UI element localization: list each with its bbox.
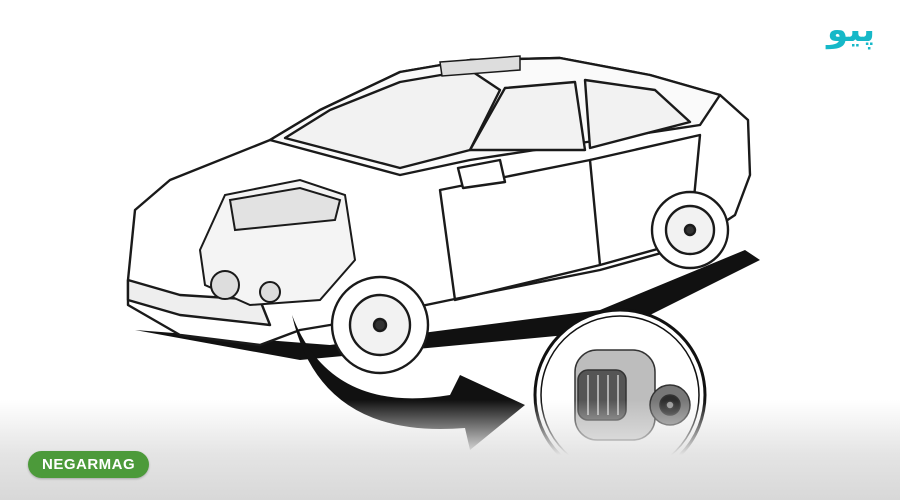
car-body [126, 56, 752, 347]
car-shadow [135, 250, 760, 360]
sunroof [439, 55, 521, 77]
rear-wheel [650, 190, 730, 270]
badge-text: NEGARMAG [42, 456, 136, 473]
brand-logo: پیو [816, 4, 886, 56]
logo-text: پیو [827, 10, 875, 50]
bottom-gradient [0, 400, 900, 500]
negarmag-badge: NEGARMAG [28, 451, 150, 478]
front-wheel [330, 275, 430, 375]
engine-block [198, 178, 357, 307]
